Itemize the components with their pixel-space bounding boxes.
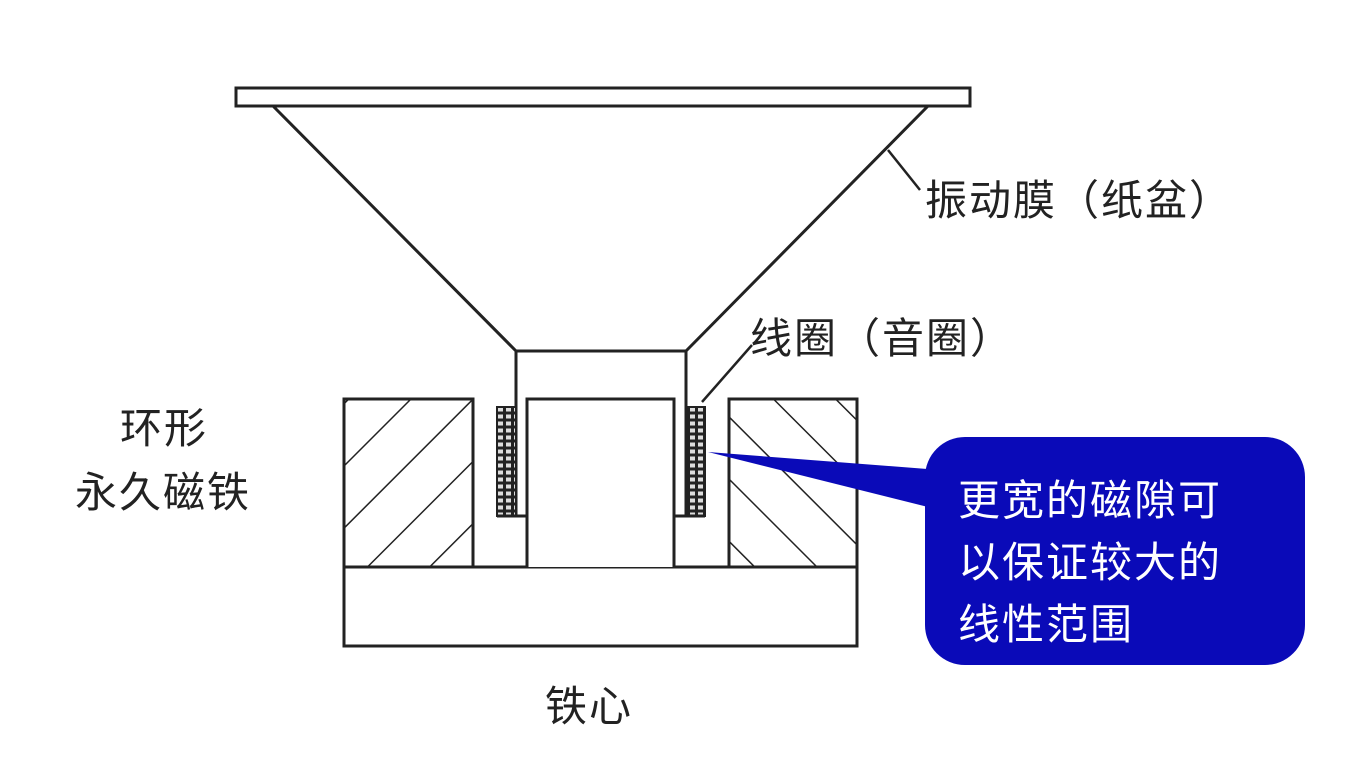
pole-piece: [473, 397, 729, 569]
cone-rim: [234, 86, 972, 108]
callout-line: 更宽的磁隙可: [958, 476, 1223, 525]
label-diaphragm: 振动膜（纸盆）: [925, 176, 1234, 225]
label-magnet-line1: 环形: [120, 404, 209, 453]
cone-right: [684, 104, 930, 353]
diaphragm-leader: [887, 149, 921, 191]
label-coil: 线圈（音圈）: [750, 314, 1015, 363]
coil-left: [496, 406, 517, 517]
coil-leader: [701, 344, 753, 403]
callout-box: [925, 437, 1305, 665]
coil-right: [685, 406, 706, 517]
callout-line: 以保证较大的: [958, 538, 1223, 587]
label-core: 铁心: [545, 682, 634, 731]
callout-line: 线性范围: [958, 600, 1135, 649]
magnet-left: [342, 397, 475, 569]
base-plate: [342, 565, 859, 648]
callout-text: 更宽的磁隙可 以保证较大的 线性范围: [958, 470, 1222, 656]
cone-left: [271, 104, 518, 353]
label-magnet-line2: 永久磁铁: [75, 468, 252, 517]
callout-pointer: [708, 452, 940, 510]
